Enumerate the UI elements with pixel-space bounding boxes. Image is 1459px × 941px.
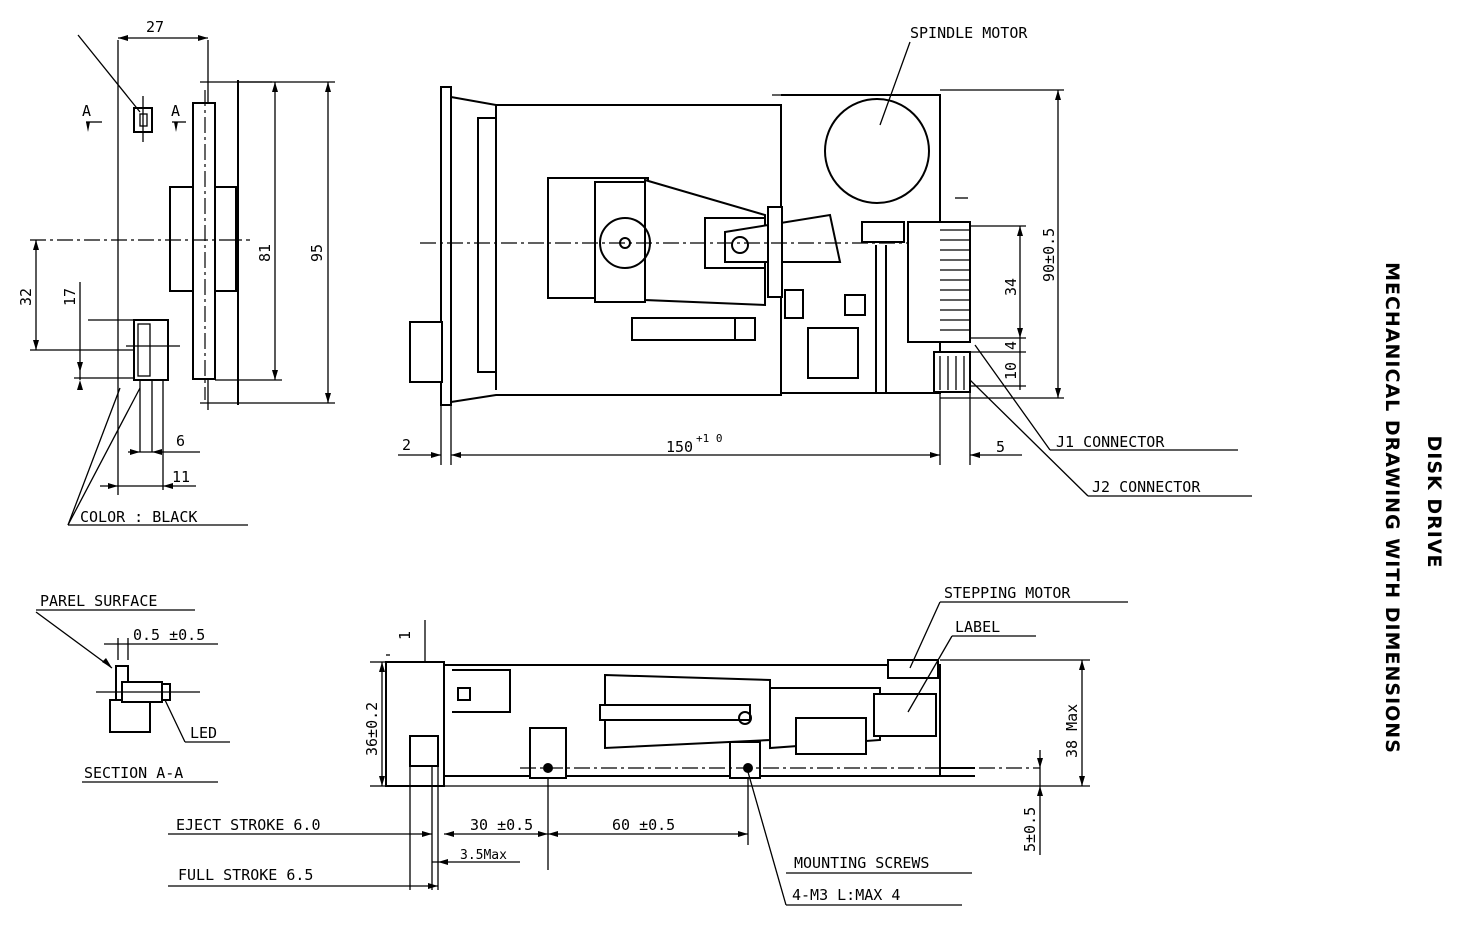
dim-front-81: 81 bbox=[256, 244, 274, 262]
dim-front-17: 17 bbox=[61, 288, 79, 306]
label-full-stroke: FULL STROKE 6.5 bbox=[178, 866, 313, 884]
label-section-aa: SECTION A-A bbox=[84, 764, 183, 782]
dim-side-30: 30 ±0.5 bbox=[470, 816, 533, 834]
dim-top-34: 34 bbox=[1002, 278, 1020, 296]
dim-side-36: 36±0.2 bbox=[363, 702, 381, 756]
dim-front-6: 6 bbox=[176, 432, 185, 450]
dim-top-5: 5 bbox=[996, 438, 1005, 456]
label-stepping-motor: STEPPING MOTOR bbox=[944, 584, 1071, 602]
title-line1: DISK DRIVE bbox=[1423, 435, 1445, 568]
label-eject-stroke: EJECT STROKE 6.0 bbox=[176, 816, 321, 834]
label-j1-connector: J1 CONNECTOR bbox=[1056, 433, 1165, 451]
dim-side-60: 60 ±0.5 bbox=[612, 816, 675, 834]
dim-front-95: 95 bbox=[308, 244, 326, 262]
dim-top-90: 90±0.5 bbox=[1040, 228, 1058, 282]
dim-side-5: 5±0.5 bbox=[1021, 807, 1039, 852]
label-panel-surface: PAREL SURFACE bbox=[40, 592, 157, 610]
label-label: LABEL bbox=[955, 618, 1000, 636]
dim-side-1: 1 bbox=[396, 631, 414, 640]
section-marker-left: A bbox=[82, 102, 91, 120]
dim-top-10: 10 bbox=[1002, 362, 1020, 380]
dim-top-2: 2 bbox=[402, 436, 411, 454]
label-mounting-screws: MOUNTING SCREWS bbox=[794, 854, 929, 872]
dim-side-38: 38 Max bbox=[1063, 704, 1081, 758]
dim-top-150: 150 bbox=[666, 438, 693, 456]
dim-top-150-tol: +1 0 bbox=[696, 432, 723, 445]
section-marker-right: A bbox=[171, 102, 180, 120]
dim-front-32: 32 bbox=[17, 288, 35, 306]
label-screw-spec: 4-M3 L:MAX 4 bbox=[792, 886, 900, 904]
label-color-black: COLOR : BLACK bbox=[80, 508, 197, 526]
section-aa bbox=[35, 609, 230, 783]
title-line2: MECHANICAL DRAWING WITH DIMENSIONS bbox=[1381, 262, 1403, 754]
top-view bbox=[398, 41, 1252, 497]
front-view bbox=[30, 34, 335, 526]
dim-side-35max: 3.5Max bbox=[460, 848, 507, 863]
label-j2-connector: J2 CONNECTOR bbox=[1092, 478, 1201, 496]
dim-top-4: 4 bbox=[1002, 341, 1020, 350]
label-spindle-motor: SPINDLE MOTOR bbox=[910, 24, 1028, 42]
dim-front-width: 27 bbox=[146, 18, 164, 36]
dim-led-offset: 0.5 ±0.5 bbox=[133, 626, 205, 644]
side-view bbox=[168, 601, 1128, 906]
label-led: LED bbox=[190, 724, 217, 742]
dim-front-11: 11 bbox=[172, 468, 190, 486]
